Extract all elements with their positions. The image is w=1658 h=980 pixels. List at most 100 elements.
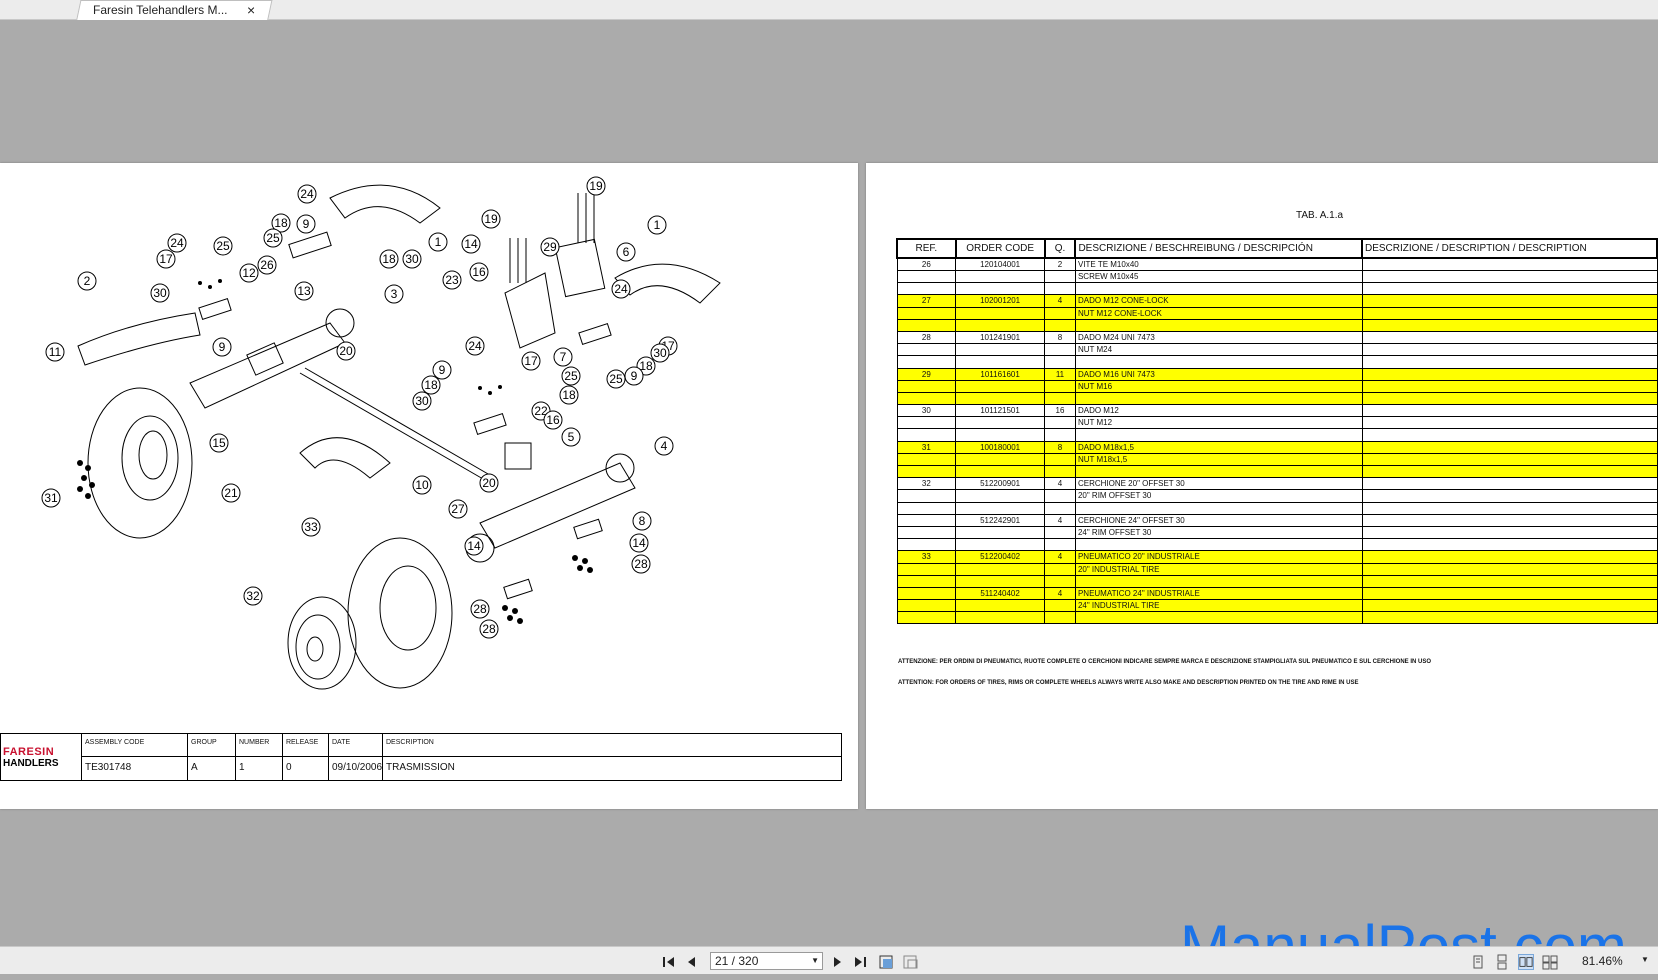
callout-label: 18 <box>382 252 396 266</box>
callout-28-alt: 28 <box>631 554 651 574</box>
cell-desc: 20" INDUSTRIAL TIRE <box>1074 562 1363 576</box>
table-row <box>896 611 1658 625</box>
logo-text-bottom: HANDLERS <box>3 758 59 769</box>
cell-code <box>955 379 1046 393</box>
cell-extra <box>1361 306 1658 320</box>
cell-extra <box>1361 294 1658 308</box>
viewer-status-bar: 21 / 320 ▼ 81.46% ▼ <box>0 946 1658 974</box>
callout-label: 25 <box>266 231 280 245</box>
tb-header: ASSEMBLY CODE <box>85 739 145 746</box>
cell-code: 100180001 <box>955 440 1046 454</box>
last-page-icon[interactable] <box>851 954 869 970</box>
tb-value: 09/10/2006 <box>332 762 383 773</box>
table-row <box>896 428 1658 442</box>
tb-value: TE301748 <box>85 762 132 773</box>
cell-q <box>1044 282 1076 296</box>
tb-header: GROUP <box>191 739 217 746</box>
cell-code <box>955 599 1046 613</box>
cell-extra <box>1361 513 1658 527</box>
fit-page-icon[interactable] <box>878 954 896 970</box>
cell-q: 2 <box>1044 257 1076 271</box>
cell-desc: DADO M16 UNI 7473 <box>1074 367 1363 381</box>
callout-label: 31 <box>44 491 58 505</box>
document-tab-title[interactable]: Faresin Telehandlers M... <box>93 3 228 17</box>
callout-label: 25 <box>564 369 578 383</box>
callout-label: 20 <box>482 476 496 490</box>
callout-28-alt: 28 <box>479 619 499 639</box>
tb-number: NUMBER 1 <box>235 734 283 780</box>
cell-ref <box>896 379 957 393</box>
page-number-input[interactable]: 21 / 320 ▼ <box>710 952 823 970</box>
callout-label: 23 <box>445 273 459 287</box>
callout-label: 30 <box>405 252 419 266</box>
fender-1-right <box>614 263 721 304</box>
table-row: NUT M12 CONE-LOCK <box>896 306 1658 320</box>
cell-extra <box>1361 464 1658 479</box>
zoom-dropdown-icon[interactable]: ▼ <box>1641 955 1649 964</box>
callout-label: 19 <box>589 179 603 193</box>
cell-desc: DADO M12 CONE-LOCK <box>1074 294 1363 308</box>
tb-description: DESCRIPTION TRASMISSION <box>382 734 841 780</box>
cell-q: 8 <box>1044 330 1076 345</box>
cell-q <box>1044 343 1076 357</box>
callout-30: 30 <box>150 283 170 303</box>
first-page-icon[interactable] <box>660 954 678 970</box>
callout-13: 13 <box>294 281 314 301</box>
facing-view-icon[interactable] <box>1542 954 1558 970</box>
cell-q: 4 <box>1044 550 1076 564</box>
fit-width-icon[interactable] <box>902 954 920 970</box>
cell-q <box>1044 391 1076 406</box>
cell-ref <box>896 343 957 357</box>
gearbox-5 <box>504 442 532 470</box>
tire-11 <box>87 387 193 539</box>
zoom-level[interactable]: 81.46% <box>1582 954 1623 968</box>
cell-code <box>955 428 1046 442</box>
cell-q: 4 <box>1044 513 1076 527</box>
cell-code <box>955 355 1046 369</box>
cell-code <box>955 538 1046 552</box>
table-row: SCREW M10x45 <box>896 269 1658 284</box>
note-english: ATTENTION: FOR ORDERS OF TIRES, RIMS OR … <box>898 680 1359 686</box>
cell-extra <box>1361 404 1658 418</box>
cell-ref <box>896 611 957 625</box>
chevron-down-icon[interactable]: ▼ <box>811 956 819 965</box>
two-page-view-icon[interactable] <box>1518 954 1534 970</box>
cell-desc: SCREW M10x45 <box>1074 269 1363 284</box>
callout-label: 19 <box>484 212 498 226</box>
callout-label: 18 <box>274 216 288 230</box>
next-page-icon[interactable] <box>828 954 846 970</box>
cell-desc <box>1074 538 1363 552</box>
cell-ref: 31 <box>896 440 957 454</box>
callout-label: 24 <box>468 339 482 353</box>
callout-23: 23 <box>442 270 462 290</box>
cell-desc: NUT M12 CONE-LOCK <box>1074 306 1363 320</box>
cell-ref <box>896 586 957 601</box>
table-row: 20" INDUSTRIAL TIRE <box>896 562 1658 576</box>
table-row: NUT M24 <box>896 343 1658 357</box>
cell-desc: DADO M18x1,5 <box>1074 440 1363 454</box>
bracket-7 <box>504 272 556 349</box>
table-row <box>896 355 1658 369</box>
callout-24-alt: 24 <box>465 336 485 356</box>
table-row <box>896 501 1658 515</box>
logo-text-top: FARESIN <box>3 746 55 758</box>
cell-desc <box>1074 611 1363 625</box>
continuous-view-icon[interactable] <box>1494 954 1510 970</box>
callout-label: 27 <box>451 502 465 516</box>
cell-q: 11 <box>1044 367 1076 381</box>
callout-24: 24 <box>167 233 187 253</box>
cell-desc <box>1074 464 1363 479</box>
close-tab-icon[interactable]: × <box>247 2 256 18</box>
single-page-view-icon[interactable] <box>1470 954 1486 970</box>
callout-label: 28 <box>482 622 496 636</box>
cell-q <box>1044 489 1076 503</box>
callout-19-alt: 19 <box>481 209 501 229</box>
prev-page-icon[interactable] <box>683 954 701 970</box>
cell-q: 8 <box>1044 440 1076 454</box>
cell-extra <box>1361 550 1658 564</box>
cell-extra <box>1361 257 1658 271</box>
callout-31: 31 <box>41 488 61 508</box>
